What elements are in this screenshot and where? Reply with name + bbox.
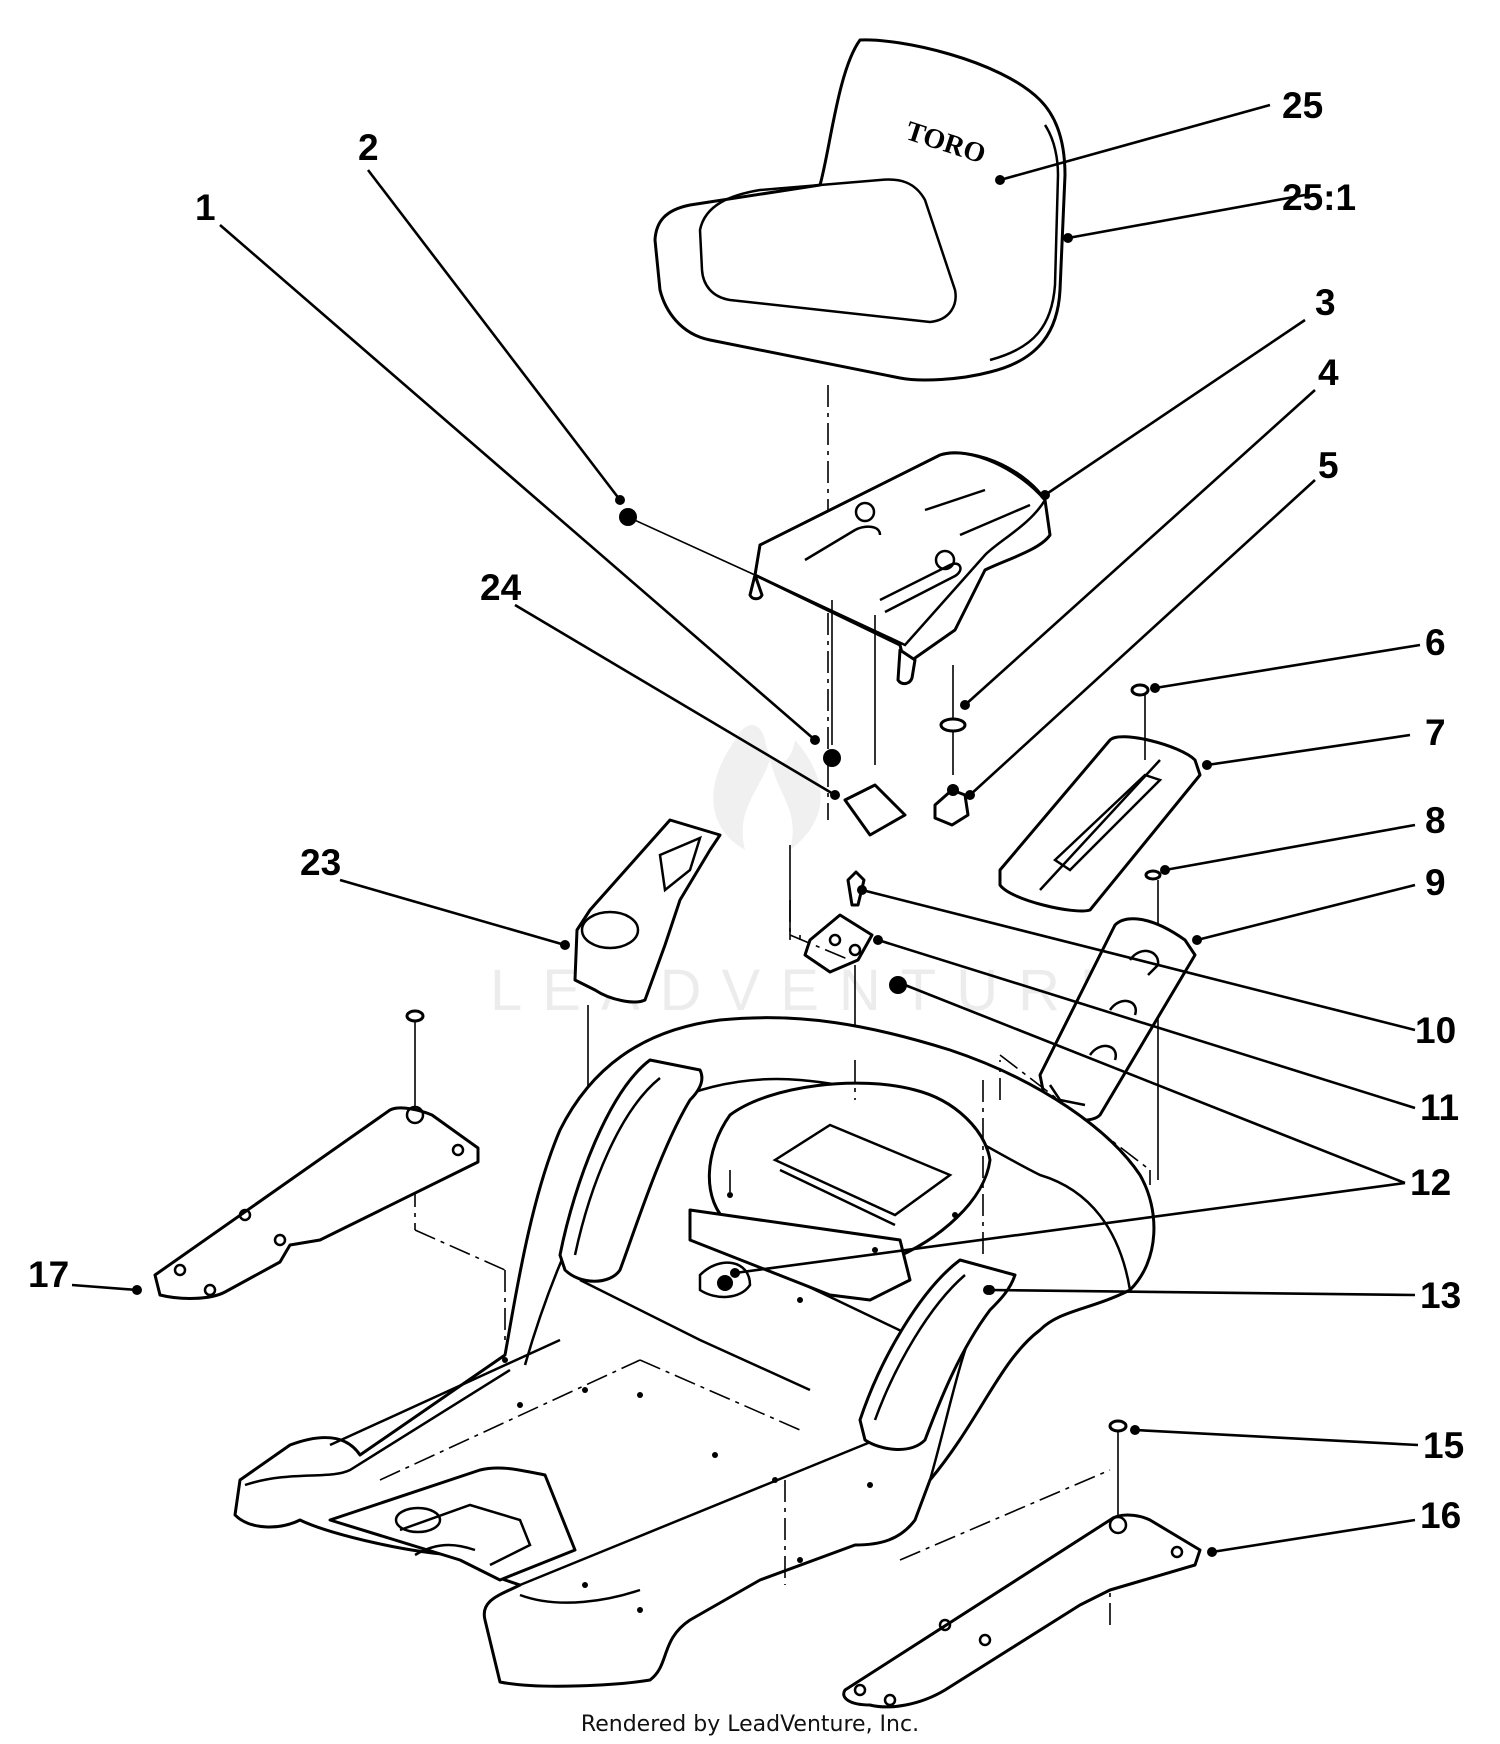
- callout-9: 9: [1425, 862, 1446, 903]
- callout-13: 13: [1420, 1275, 1461, 1316]
- deck-rivets: [502, 1192, 958, 1613]
- callout-25: 25: [1282, 85, 1323, 126]
- callout-11: 11: [1420, 1087, 1459, 1128]
- seat-pan: [748, 451, 1052, 686]
- callout-5: 5: [1318, 445, 1339, 486]
- part-4-washer: [939, 717, 967, 733]
- callout-2: 2: [358, 127, 379, 168]
- callout-6: 6: [1425, 622, 1446, 663]
- seat: TORO: [653, 38, 1067, 382]
- callout-25-1: 25:1: [1282, 177, 1356, 218]
- callout-labels: 25 25:1 2 1 3 4 5 24 6 7 8 9 23 10 11 12…: [28, 85, 1464, 1536]
- fender-deck: [233, 1016, 1156, 1688]
- callout-1: 1: [195, 187, 216, 228]
- part-8-screw: [1144, 869, 1162, 881]
- callout-10: 10: [1415, 1010, 1456, 1051]
- footrest-17: [153, 1009, 480, 1300]
- footrest-16: [842, 1419, 1202, 1709]
- callout-7: 7: [1425, 712, 1446, 753]
- callout-24: 24: [480, 567, 522, 608]
- part-24-pad: [843, 783, 907, 837]
- callout-8: 8: [1425, 800, 1446, 841]
- plate-7: [998, 735, 1202, 913]
- part-6-screw: [1130, 683, 1150, 697]
- callout-16: 16: [1420, 1495, 1461, 1536]
- assembly-lines: [379, 900, 1151, 1630]
- part-1-nut: [823, 749, 841, 767]
- footer-credit: Rendered by LeadVenture, Inc.: [580, 1712, 920, 1737]
- callout-3: 3: [1315, 282, 1336, 323]
- callout-12: 12: [1410, 1162, 1451, 1203]
- callout-4: 4: [1318, 352, 1339, 393]
- callout-17: 17: [28, 1254, 69, 1295]
- leader-lines: [71, 103, 1421, 1557]
- callout-23: 23: [300, 842, 341, 883]
- callout-15: 15: [1423, 1425, 1464, 1466]
